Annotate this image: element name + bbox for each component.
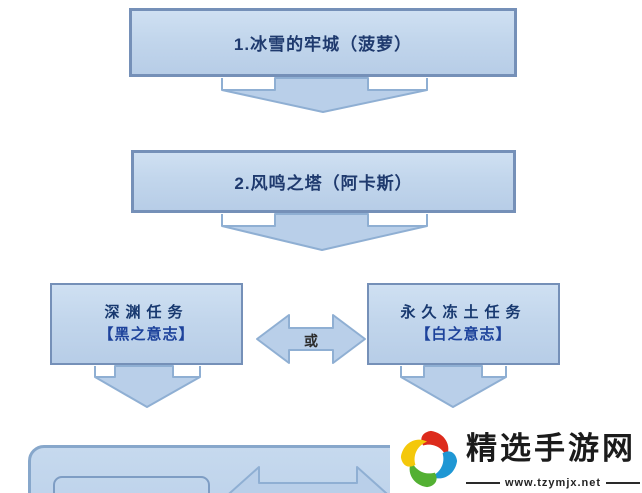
branch-left-subtitle: 【黑之意志】 [98,326,195,343]
down-arrow-2 [221,213,428,251]
down-arrow-right-branch [400,365,507,408]
watermark-url-row: www.tzymjx.net [464,476,642,490]
branch-right-title: 永久冻土任务 [400,304,527,322]
watermark-dash-left [465,482,500,484]
watermark: 精选手游网 www.tzymjx.net [390,427,642,493]
watermark-site-url: www.tzymjx.net [504,477,602,489]
flow-step-1-box: 1.冰雪的牢城（菠萝） [129,8,517,77]
branch-left-box: 深渊任务 【黑之意志】 [50,283,243,365]
branch-right-box: 永久冻土任务 【白之意志】 [367,283,560,365]
down-arrow-left-branch [94,365,201,408]
flow-step-1-label: 1.冰雪的牢城（菠萝） [233,35,413,54]
watermark-dash-right [606,482,641,484]
down-arrow-1 [221,77,428,113]
branch-left-title: 深渊任务 [104,304,189,322]
bottom-inner-box [53,476,210,493]
flow-step-2-box: 2.风鸣之塔（阿卡斯） [131,150,516,213]
branch-right-subtitle: 【白之意志】 [415,326,512,343]
watermark-site-name: 精选手游网 [466,431,636,466]
flow-step-2-label: 2.风鸣之塔（阿卡斯） [234,174,413,193]
pinwheel-logo-icon [400,430,458,488]
or-label: 或 [304,333,318,349]
